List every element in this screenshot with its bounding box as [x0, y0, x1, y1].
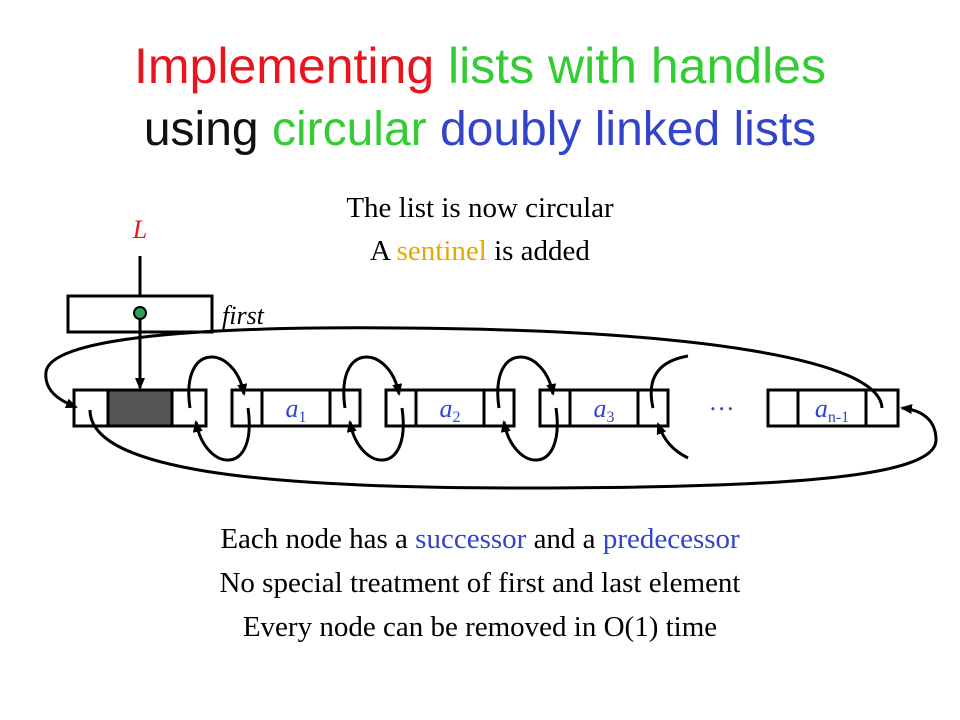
- sentinel-node: [72, 388, 208, 428]
- text-segment: predecessor: [602, 523, 740, 555]
- handle-label: L: [132, 215, 147, 244]
- prev-link-a2-a1: [346, 407, 405, 462]
- text-segment: No special treatment of first and last e…: [219, 567, 741, 599]
- pointer-dot: [133, 306, 147, 320]
- text-segment: Each node has a: [220, 523, 416, 555]
- text-segment: Every node can be removed in O(1) time: [242, 611, 718, 643]
- slide-title-line-1: Implementing lists with handles: [0, 36, 960, 96]
- text-segment: and a: [526, 523, 603, 555]
- first-label: first: [222, 301, 265, 330]
- caption-no-special-treatment: No special treatment of first and last e…: [0, 565, 960, 601]
- node-label-a3: a3: [594, 394, 615, 426]
- wrap-prev-link-sentinel-to-last: [88, 404, 938, 490]
- next-link-a3-out: [649, 354, 689, 409]
- node-a1: a1: [230, 388, 362, 428]
- ellipsis: …: [710, 387, 733, 416]
- caption-removal-time: Every node can be removed in O(1) time: [0, 609, 960, 645]
- node-label-a1: a1: [286, 394, 307, 426]
- next-link-a1-a2: [342, 355, 403, 409]
- text-segment: using: [143, 103, 272, 156]
- prev-link-a1-sentinel: [192, 407, 251, 462]
- node-a3: a3: [538, 388, 670, 428]
- caption-successor-predecessor: Each node has a successor and a predeces…: [0, 521, 960, 557]
- next-link-sentinel-a1: [187, 355, 248, 409]
- text-segment: doubly linked lists: [426, 103, 817, 156]
- text-segment: successor: [415, 523, 527, 555]
- next-link-a2-a3: [496, 355, 557, 409]
- prev-link-a3-a2: [500, 407, 559, 462]
- wrap-next-link-last-to-sentinel: [44, 326, 884, 409]
- text-segment: is added: [486, 235, 590, 267]
- slide-title-line-2: using circular doubly linked lists: [0, 100, 960, 160]
- node-label-an-1: an-1: [815, 394, 849, 426]
- caption-sentinel: A sentinel is added: [0, 233, 960, 269]
- text-segment: The list is now circular: [346, 192, 614, 224]
- caption-circular: The list is now circular: [0, 190, 960, 226]
- node-a2: a2: [384, 388, 516, 428]
- text-segment: lists with handles: [434, 38, 826, 94]
- text-segment: A: [370, 235, 397, 267]
- text-segment: circular: [271, 103, 427, 156]
- node-label-a2: a2: [440, 394, 461, 426]
- prev-link-in-a3: [656, 422, 689, 460]
- sentinel-fill: [106, 388, 174, 428]
- text-segment: sentinel: [396, 235, 487, 267]
- text-segment: Implementing: [133, 38, 435, 94]
